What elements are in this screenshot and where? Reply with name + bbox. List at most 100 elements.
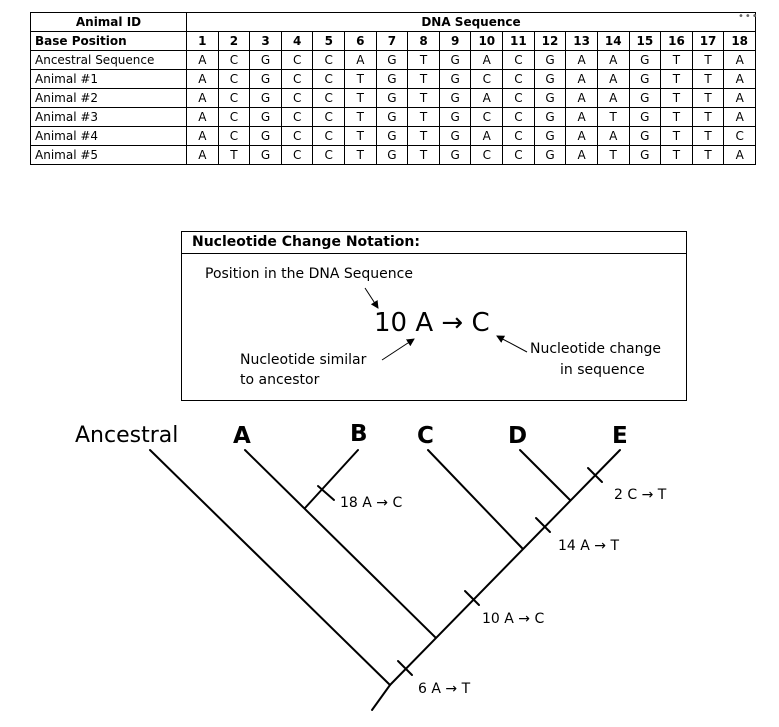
change-caption-line1: Nucleotide change (530, 341, 661, 357)
base-cell: C (502, 145, 535, 165)
tick-m14 (535, 517, 551, 533)
base-cell: A (565, 107, 598, 127)
base-cell: G (533, 107, 567, 127)
base-cell: T (660, 69, 693, 89)
arrow-to-change (496, 335, 528, 353)
base-cell: G (249, 88, 282, 108)
base-cell: T (691, 126, 725, 146)
position-number: 17 (691, 31, 725, 51)
position-number: 16 (660, 31, 693, 51)
base-cell: A (596, 126, 630, 146)
base-cell: G (375, 88, 409, 108)
base-cell: C (502, 88, 535, 108)
base-cell: C (312, 107, 346, 127)
base-cell: A (186, 88, 219, 108)
base-cell: T (660, 88, 693, 108)
base-cell: T (407, 107, 440, 127)
base-cell: C (723, 126, 756, 146)
animal-id-header: Animal ID (30, 12, 187, 32)
notation-example: 10 A → C (374, 308, 490, 338)
base-cell: C (502, 126, 535, 146)
mutation-label-14: 14 A → T (558, 538, 620, 554)
base-cell: T (407, 126, 440, 146)
tick-m10 (464, 590, 480, 606)
similar-caption-line1: Nucleotide similar (240, 352, 367, 368)
base-cell: C (470, 69, 504, 89)
similar-caption-line2: to ancestor (240, 372, 320, 388)
tree-lines (149, 449, 621, 711)
notation-title: Nucleotide Change Notation: (182, 232, 686, 254)
base-cell: T (407, 69, 440, 89)
position-number: 8 (407, 31, 440, 51)
position-number: 12 (533, 31, 567, 51)
animal-label: Animal #5 (30, 145, 187, 165)
base-cell: T (344, 126, 377, 146)
base-cell: A (723, 50, 756, 70)
base-cell: G (375, 145, 409, 165)
base-cell: A (596, 88, 630, 108)
base-cell: A (565, 50, 598, 70)
base-cell: G (438, 69, 472, 89)
base-cell: G (438, 126, 472, 146)
base-cell: T (691, 88, 725, 108)
base-cell: G (628, 145, 662, 165)
base-cell: C (280, 50, 314, 70)
base-cell: A (723, 145, 756, 165)
base-cell: T (660, 126, 693, 146)
base-cell: G (533, 88, 567, 108)
branch-c (427, 449, 523, 549)
position-number: 11 (502, 31, 535, 51)
base-cell: C (217, 69, 251, 89)
base-cell: C (470, 145, 504, 165)
tick-m6 (397, 660, 413, 676)
base-cell: C (502, 69, 535, 89)
base-cell: T (596, 107, 630, 127)
base-cell: C (217, 88, 251, 108)
position-number: 5 (312, 31, 346, 51)
table-header-row: Animal ID DNA Sequence (30, 12, 756, 32)
animal-label: Animal #3 (30, 107, 187, 127)
base-cell: G (533, 69, 567, 89)
base-cell: C (280, 69, 314, 89)
base-cell: G (375, 107, 409, 127)
tick-m18 (317, 485, 335, 501)
base-cell: A (723, 69, 756, 89)
base-cell: T (660, 107, 693, 127)
base-cell: T (344, 145, 377, 165)
base-cell: A (565, 69, 598, 89)
base-cell: G (375, 50, 409, 70)
branch-b (304, 449, 359, 509)
position-number: 15 (628, 31, 662, 51)
base-cell: G (249, 69, 282, 89)
position-number: 6 (344, 31, 377, 51)
animal-label: Animal #4 (30, 126, 187, 146)
animal-label: Animal #2 (30, 88, 187, 108)
arrow-to-similar (381, 338, 415, 361)
base-cell: C (470, 107, 504, 127)
taxon-ancestral: Ancestral (75, 423, 179, 448)
base-cell: A (186, 69, 219, 89)
base-cell: C (280, 107, 314, 127)
notation-arrows (364, 287, 528, 361)
base-cell: C (217, 107, 251, 127)
base-cell: A (186, 107, 219, 127)
base-cell: T (344, 107, 377, 127)
position-number: 3 (249, 31, 282, 51)
base-cell: C (280, 145, 314, 165)
base-cell: A (470, 88, 504, 108)
branch-d (519, 449, 571, 501)
base-cell: G (628, 50, 662, 70)
position-number: 1 (186, 31, 219, 51)
position-number: 18 (723, 31, 756, 51)
tick-m2 (587, 467, 603, 483)
base-cell: A (470, 50, 504, 70)
position-caption: Position in the DNA Sequence (205, 266, 413, 282)
dna-sequence-header: DNA Sequence (186, 12, 756, 32)
